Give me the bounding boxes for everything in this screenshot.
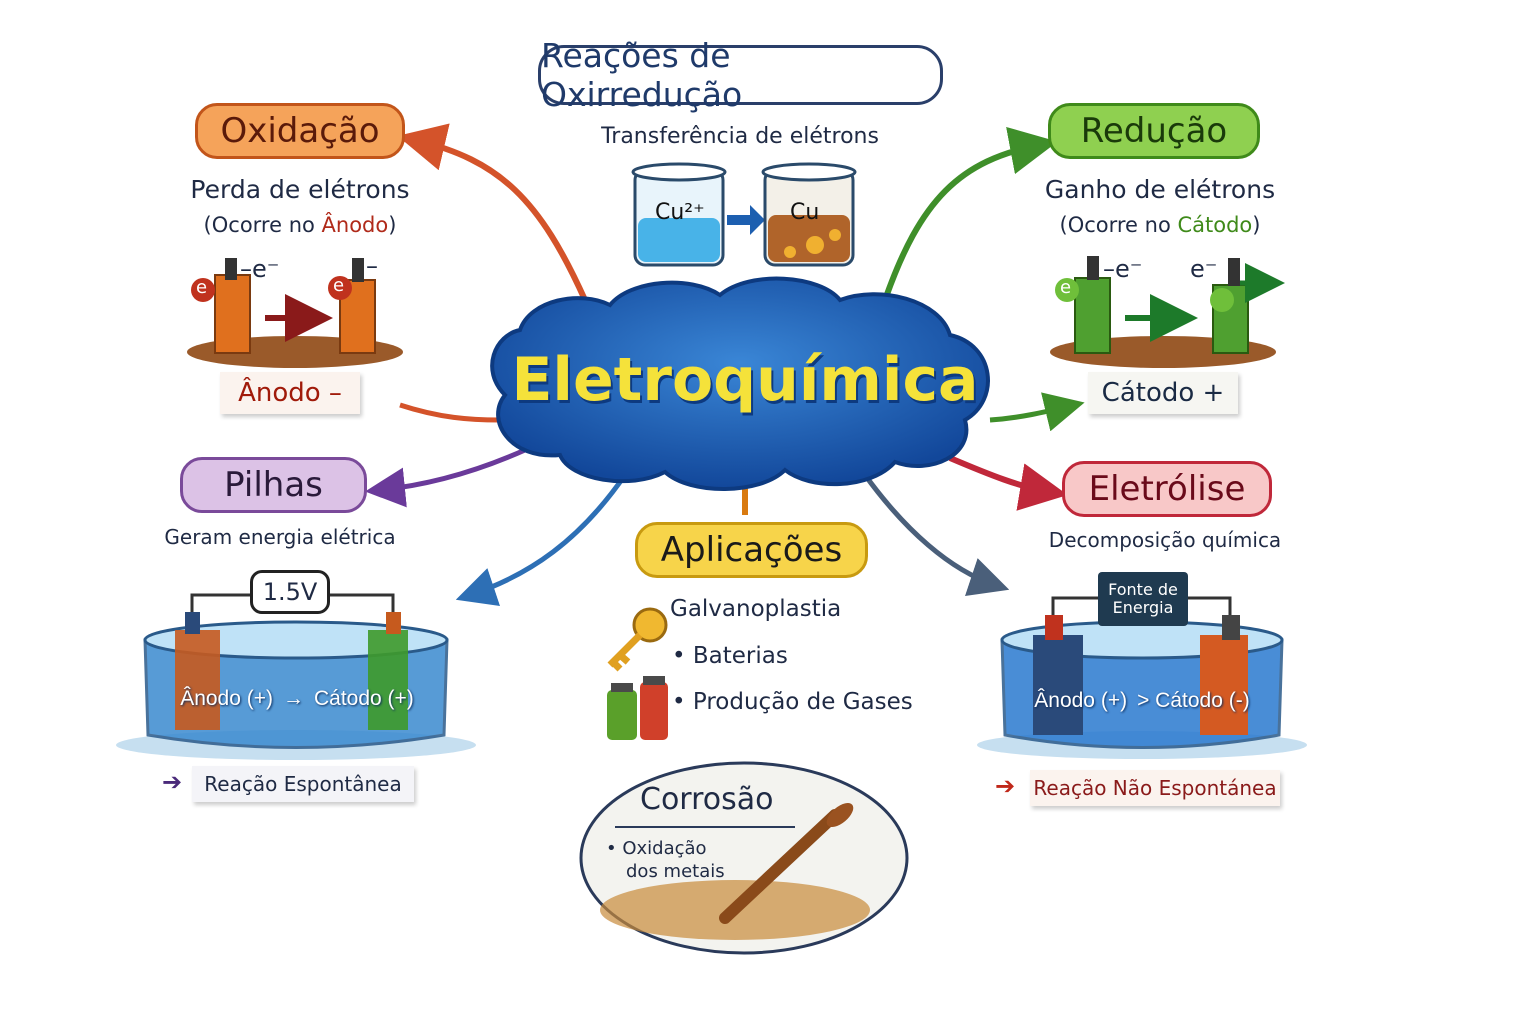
cells-anode-label: Ânodo (+) xyxy=(180,687,273,710)
corrosion-line2: dos metais xyxy=(626,861,725,882)
applications-title: Aplicações xyxy=(660,530,843,570)
electrolysis-anode-label: Ânodo (+) xyxy=(1034,689,1128,712)
electrolysis-title-box: Eletrólise xyxy=(1062,461,1272,517)
applications-title-box: Aplicações xyxy=(635,522,868,578)
electrolysis-footer-arrow-icon: ➔ xyxy=(995,772,1016,800)
voltage-value: 1.5V xyxy=(262,578,318,606)
cathode-label: Cátodo + xyxy=(1101,378,1225,408)
arrow-to-electrolysis xyxy=(948,455,1068,511)
electron-right: e xyxy=(333,275,345,296)
center-cloud xyxy=(490,276,990,491)
arrow-to-oxidation xyxy=(397,123,588,302)
reduction-line1: Ganho de elétrons xyxy=(1044,175,1276,204)
reduction-electron-label: –e⁻ xyxy=(1103,255,1143,283)
cells-subtitle: Geram energia elétrica xyxy=(164,525,396,549)
reduction-line2-highlight: Cátodo xyxy=(1177,213,1253,237)
application-item-2: • Produção de Gases xyxy=(672,689,913,715)
redox-title: Reações de Oxirredução xyxy=(541,36,743,114)
oxidation-line2: (Ocorre no Ânodo) xyxy=(180,213,420,237)
anode-card: Ânodo – xyxy=(220,372,360,414)
power-source-box: Fonte de Energia xyxy=(1098,572,1188,626)
cells-footer-card: Reação Espontânea xyxy=(192,766,414,802)
application-item-0: Galvanoplastia xyxy=(670,596,842,622)
oxidation-electrodes-illustration xyxy=(187,258,403,368)
cells-title: Pilhas xyxy=(224,465,323,505)
electron-left: e xyxy=(196,277,208,298)
ion-label: Cu²⁺ xyxy=(655,200,705,225)
arrow-to-electrolysis-diagram xyxy=(862,473,1010,597)
beaker-cu-icon xyxy=(761,162,857,267)
key-icon xyxy=(607,607,668,672)
redox-title-box: Reações de Oxirredução xyxy=(538,36,943,114)
anode-label: Ânodo – xyxy=(238,378,342,408)
cells-title-box: Pilhas xyxy=(180,457,367,513)
voltmeter-display: 1.5V xyxy=(250,570,330,614)
arrow-to-cells-diagram xyxy=(455,473,628,607)
electrolysis-reaction-row: Ânodo (+) > Cátodo (-) xyxy=(1005,686,1279,716)
electrolysis-cathode-label: > Cátodo (-) xyxy=(1137,689,1250,712)
cells-footer: Reação Espontânea xyxy=(204,772,402,796)
arrow-to-cells xyxy=(365,447,527,508)
corrosion-bubble xyxy=(579,761,909,955)
electrolysis-tank-illustration xyxy=(977,596,1307,759)
reduction-line2-prefix: (Ocorre no xyxy=(1059,213,1178,237)
oxidation-electron-label: –e⁻ xyxy=(240,255,280,283)
center-title: Eletroquímica xyxy=(511,345,979,415)
metal-label: Cu xyxy=(790,200,820,225)
reduction-line2: (Ocorre no Cátodo) xyxy=(1040,213,1280,237)
oxidation-line1: Perda de elétrons xyxy=(190,175,410,204)
arrow-to-cathode xyxy=(989,392,1085,432)
reduction-line2-suffix: ) xyxy=(1252,213,1261,237)
beaker-cu2-icon xyxy=(631,162,727,267)
reduction-title: Redução xyxy=(1080,111,1228,151)
electrolysis-title: Eletrólise xyxy=(1088,469,1246,509)
oxidation-title: Oxidação xyxy=(220,111,380,151)
oxidation-line2-prefix: (Ocorre no xyxy=(203,213,322,237)
rusty-nail-icon xyxy=(719,809,841,924)
corrosion-line1: • Oxidação xyxy=(606,838,707,859)
cells-flow-arrow: → xyxy=(283,687,304,710)
power-source-label: Fonte de Energia xyxy=(1108,580,1178,617)
beaker-arrow-icon xyxy=(727,205,765,235)
bottles-icon xyxy=(607,676,668,740)
cells-reaction-row: Ânodo (+) → Cátodo (+) xyxy=(150,684,444,714)
reduction-electron-label2: e⁻ xyxy=(1190,255,1218,283)
electrolysis-footer-card: Reação Não Espontánea xyxy=(1030,770,1280,806)
oxidation-line2-suffix: ) xyxy=(388,213,397,237)
connector-anode xyxy=(399,402,501,423)
reduction-title-box: Redução xyxy=(1048,103,1260,159)
oxidation-line2-highlight: Ânodo xyxy=(321,213,389,237)
reduction-electrodes-illustration xyxy=(1050,256,1285,368)
electrolysis-footer: Reação Não Espontánea xyxy=(1033,776,1277,800)
cell-tank-illustration xyxy=(116,593,476,760)
electrolysis-subtitle: Decomposição química xyxy=(1048,528,1282,552)
application-item-1: • Baterias xyxy=(672,643,788,669)
cells-cathode-label: Cátodo (+) xyxy=(314,687,414,710)
cathode-card: Cátodo + xyxy=(1088,372,1238,414)
reduction-electron: e xyxy=(1060,277,1072,298)
arrow-to-reduction xyxy=(882,126,1058,301)
redox-subtitle: Transferência de elétrons xyxy=(601,124,879,149)
corrosion-title: Corrosão xyxy=(640,782,774,817)
oxidation-title-box: Oxidação xyxy=(195,103,405,159)
cells-footer-arrow-icon: ➔ xyxy=(162,768,183,796)
oxidation-minus: – xyxy=(366,252,378,280)
